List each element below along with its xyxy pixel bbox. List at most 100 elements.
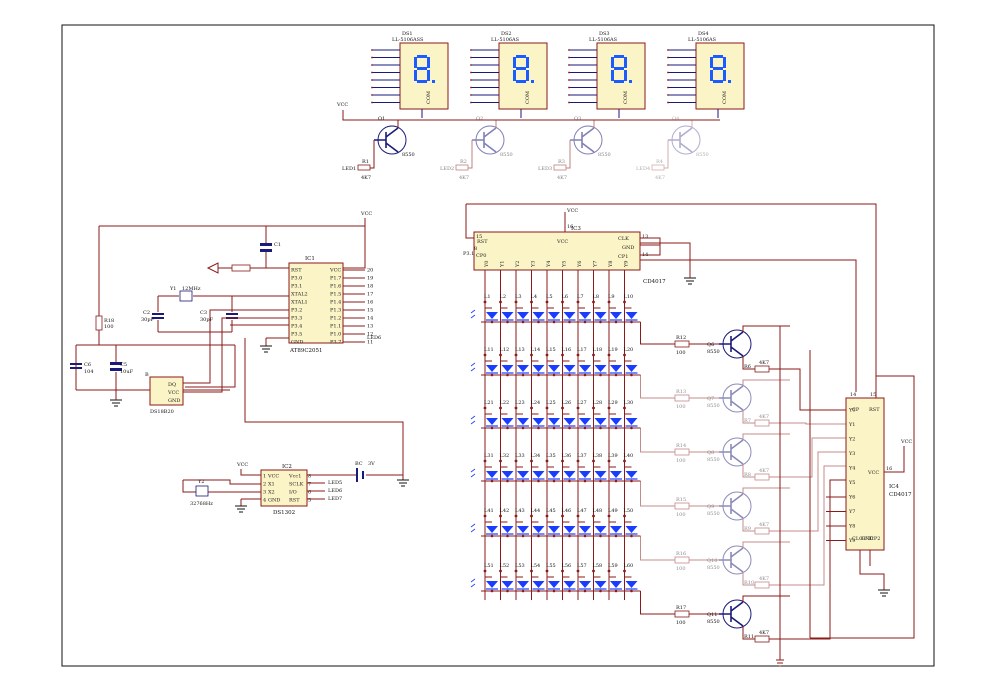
led-diode	[532, 526, 545, 533]
row-base-val: 4K7	[759, 360, 769, 366]
ic3-output: Y0	[484, 261, 490, 268]
led-label: L37	[577, 453, 587, 459]
led-label: L23	[515, 400, 525, 406]
resistor-ref: R1	[362, 159, 369, 165]
led-diode	[610, 526, 622, 533]
resistor-val: 4K7	[557, 175, 567, 181]
led-diode	[532, 365, 545, 372]
led-label: L43	[515, 508, 525, 514]
led-diode	[501, 365, 514, 372]
led-label: L24	[531, 400, 541, 406]
digit-segment	[417, 80, 427, 83]
led-diode	[594, 312, 607, 319]
sensor-part: DS18B20	[150, 409, 174, 415]
digit-segment	[427, 57, 430, 68]
counter2-block: CP RST IC4 CD4017 VCC VCC Y0Y1Y2Y3Y4Y5Y6…	[810, 375, 915, 639]
led-diode	[594, 581, 607, 588]
rtc-vcc-label: VCC	[236, 462, 248, 468]
ic3-pin-num: 16	[567, 224, 573, 230]
led-label: L51	[484, 563, 494, 569]
led-diode	[610, 581, 622, 588]
sensor-pin-gnd: GND	[168, 398, 180, 404]
ic4-ref: IC4	[889, 484, 899, 490]
led-diode	[579, 526, 591, 533]
row-resistor-ref: R17	[676, 605, 686, 611]
led-diode	[532, 312, 545, 319]
digit-dot	[728, 80, 731, 83]
mcu-part: AT89C2051	[289, 348, 323, 354]
row-transistor-ref: Q7	[707, 396, 714, 402]
row-resistor	[674, 610, 690, 618]
led-label: L11	[484, 347, 494, 353]
ic3-pin-num: 13	[642, 234, 648, 240]
row-base-ref: R9	[744, 526, 751, 532]
row-base-ref: R10	[744, 580, 754, 586]
led-diode	[610, 471, 622, 478]
led-label: L42	[500, 508, 510, 514]
mcu-right-pin: P1.5	[330, 292, 341, 298]
sheet-border	[61, 24, 935, 667]
led-label: L48	[593, 508, 603, 514]
row-resistor	[674, 556, 690, 564]
digit-segment	[624, 70, 627, 81]
resistor-ref: R3	[558, 159, 565, 165]
led-diode	[579, 312, 591, 319]
transistor-ref: Q3	[574, 116, 581, 122]
led-label: L34	[531, 453, 541, 459]
ic3-output: Y2	[515, 261, 521, 268]
ic4-pin-cp2: CP2	[870, 536, 880, 542]
ds1302-chip	[260, 469, 308, 507]
cap-c2-ref: C2	[143, 310, 150, 316]
row-transistor-part: 8550	[707, 403, 720, 409]
ic3-pin-vcc: VCC	[556, 239, 568, 245]
row-base-ref: R8	[744, 472, 751, 478]
mcu-pin-num: 20	[367, 268, 373, 274]
mcu-left-pin: P3.0	[291, 276, 302, 282]
led-label: L45	[546, 508, 556, 514]
digit-segment	[713, 55, 723, 58]
mcu-right-pin: P1.4	[330, 300, 341, 306]
digit-dot	[432, 80, 435, 83]
rtc-left-num: 3	[263, 490, 266, 496]
ic4-output: Y6	[848, 495, 855, 501]
digit-segment	[516, 55, 526, 58]
display-part: LL-5106AS	[688, 37, 717, 43]
ic4-vcc-pin: VCC	[867, 470, 879, 476]
led-label: L38	[593, 453, 603, 459]
cap-c3-val: 30pF	[200, 317, 214, 323]
ic3-left-label: P3.1	[463, 251, 474, 257]
counter1-block: IC3 CD4017 RST VCC CP0 CLK GND CP1 P3.1 …	[463, 203, 877, 392]
led-label: L30	[624, 400, 634, 406]
row-transistor-part: 8550	[707, 349, 720, 355]
resistor-ref: R2	[460, 159, 467, 165]
rtc-net-2: LED6	[328, 488, 342, 494]
led-label: L41	[484, 508, 494, 514]
digit-segment	[713, 80, 723, 83]
mcu-pin-num: 12	[367, 332, 373, 338]
row-transistor-part: 8550	[707, 619, 720, 625]
led-diode	[532, 418, 545, 425]
led-label: L36	[562, 453, 572, 459]
transistor-net: LED2	[440, 166, 454, 172]
led-diode	[594, 365, 607, 372]
row-resistor-val: 100	[676, 350, 686, 356]
rtc-left-pin: X1	[268, 482, 275, 488]
mcu-block: IC1 AT89C2051 RSTP3.0P3.1XTAL2XTAL1P3.2P…	[98, 211, 381, 354]
led-diode	[625, 581, 638, 588]
led-label: L55	[546, 563, 556, 569]
transistor-part: 8550	[500, 152, 513, 158]
ds18b20-sensor	[149, 376, 184, 406]
rtc-ref: IC2	[282, 464, 292, 470]
transistor-ref: Q2	[476, 116, 483, 122]
ic3-pin-gnd: GND	[622, 245, 634, 251]
ic3-pin-rst: RST	[477, 239, 488, 245]
led-diode	[563, 418, 576, 425]
cap-c6-val: 104	[84, 369, 94, 375]
rtc-right-num: 7	[308, 482, 311, 488]
